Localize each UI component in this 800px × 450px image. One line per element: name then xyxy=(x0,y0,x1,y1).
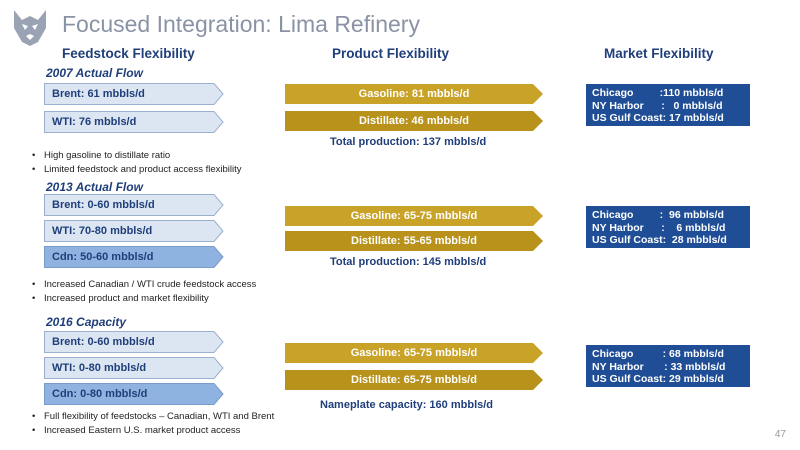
husky-logo-icon xyxy=(14,10,46,46)
feedstock-arrow-outline xyxy=(44,383,224,405)
feedstock-brent-2007: Brent: 61 mbbls/d xyxy=(52,88,145,100)
product-gasoline-2007: Gasoline: 81 mbbls/d xyxy=(285,84,543,104)
product-distillate-2016: Distillate: 65-75 mbbls/d xyxy=(285,370,543,390)
feedstock-arrow-outline xyxy=(44,220,224,242)
page-number: 47 xyxy=(774,429,786,440)
market-column-heading: Market Flexibility xyxy=(604,46,714,61)
feedstock-wti-2013: WTI: 70-80 mbbls/d xyxy=(52,225,153,237)
bullet-item: Increased product and market flexibility xyxy=(30,293,256,304)
feedstock-column-heading: Feedstock Flexibility xyxy=(62,46,195,61)
section-heading-2007: 2007 Actual Flow xyxy=(46,66,143,80)
total-production-2013: Total production: 145 mbbls/d xyxy=(330,256,487,268)
bullet-item: Increased Canadian / WTI crude feedstock… xyxy=(30,279,256,290)
bullet-item: Limited feedstock and product access fle… xyxy=(30,164,242,175)
product-column-heading: Product Flexibility xyxy=(332,46,450,61)
feedstock-arrow-outline xyxy=(44,111,224,133)
feedstock-arrow-outline xyxy=(44,194,224,216)
bullet-list-2013: Increased Canadian / WTI crude feedstock… xyxy=(30,279,256,307)
page-title: Focused Integration: Lima Refinery xyxy=(62,11,420,37)
feedstock-brent-2013: Brent: 0-60 mbbls/d xyxy=(52,199,155,211)
feedstock-arrow-outline xyxy=(44,357,224,379)
feedstock-arrow-outline xyxy=(44,83,224,105)
feedstock-arrow-outline xyxy=(44,331,224,353)
product-distillate-2007: Distillate: 46 mbbls/d xyxy=(285,111,543,131)
bullet-list-2016: Full flexibility of feedstocks – Canadia… xyxy=(30,411,274,439)
section-heading-2013: 2013 Actual Flow xyxy=(46,180,143,194)
feedstock-cdn-2013: Cdn: 50-60 mbbls/d xyxy=(52,251,154,263)
nameplate-capacity-2016: Nameplate capacity: 160 mbbls/d xyxy=(320,399,494,411)
bullet-item: Increased Eastern U.S. market product ac… xyxy=(30,425,274,436)
bullet-item: High gasoline to distillate ratio xyxy=(30,150,242,161)
market-box-2016: Chicago : 68 mbbls/d NY Harbor : 33 mbbl… xyxy=(586,345,750,387)
bullet-item: Full flexibility of feedstocks – Canadia… xyxy=(30,411,274,422)
product-distillate-2013: Distillate: 55-65 mbbls/d xyxy=(285,231,543,251)
feedstock-brent-2016: Brent: 0-60 mbbls/d xyxy=(52,336,155,348)
section-heading-2016: 2016 Capacity xyxy=(46,315,127,329)
product-gasoline-2013: Gasoline: 65-75 mbbls/d xyxy=(285,206,543,226)
bullet-list-2007: High gasoline to distillate ratio Limite… xyxy=(30,150,242,178)
feedstock-cdn-2016: Cdn: 0-80 mbbls/d xyxy=(52,388,148,400)
feedstock-wti-2007: WTI: 76 mbbls/d xyxy=(52,116,137,128)
total-production-2007: Total production: 137 mbbls/d xyxy=(330,136,487,148)
market-box-2013: Chicago : 96 mbbls/d NY Harbor : 6 mbbls… xyxy=(586,206,750,248)
product-gasoline-2016: Gasoline: 65-75 mbbls/d xyxy=(285,343,543,363)
market-box-2007: Chicago :110 mbbls/d NY Harbor : 0 mbbls… xyxy=(586,84,750,126)
feedstock-wti-2016: WTI: 0-80 mbbls/d xyxy=(52,362,147,374)
feedstock-arrow-outline xyxy=(44,246,224,268)
